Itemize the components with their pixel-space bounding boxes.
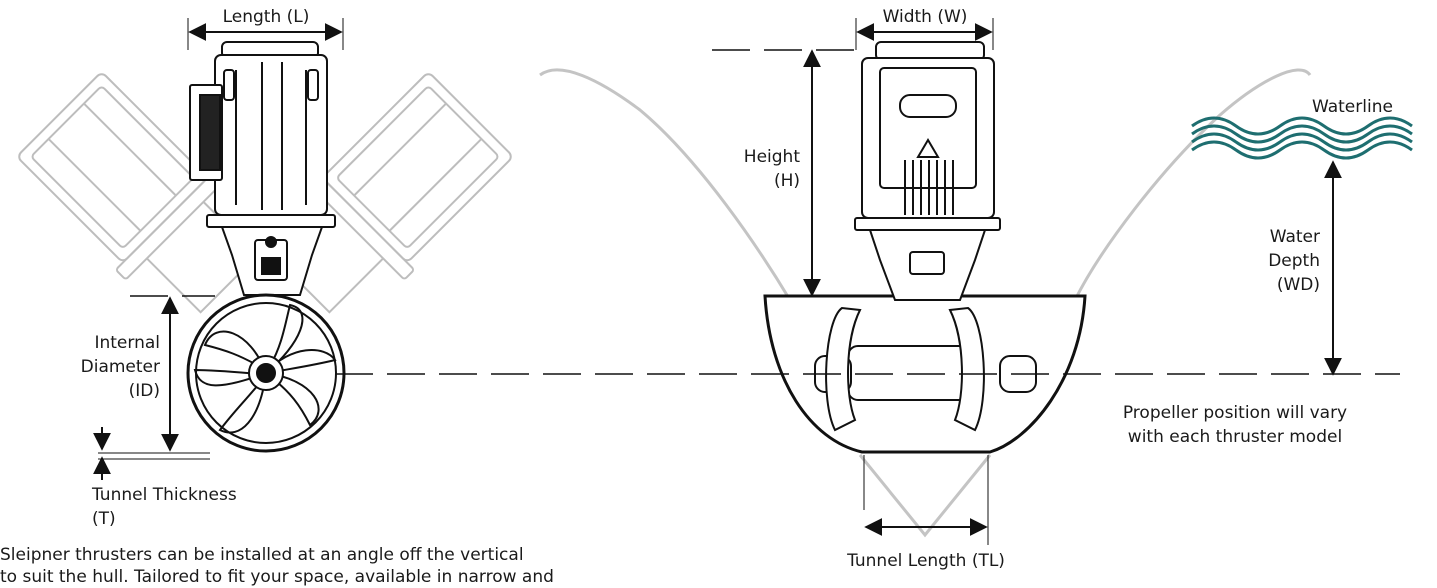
reference-dashed-lines (130, 49, 1400, 375)
height-label-line2: (H) (773, 171, 800, 191)
dimension-lines (93, 18, 1342, 545)
tunnel-thickness-label-line2: (T) (92, 509, 116, 529)
thruster-dimension-diagram (18, 18, 1413, 545)
thruster-side-view (186, 41, 346, 453)
internal-diameter-label-line3: (ID) (128, 381, 160, 401)
tunnel-length-label: Tunnel Length (TL) (847, 551, 1005, 571)
tunnel-thickness-label-line1: Tunnel Thickness (92, 485, 237, 505)
water-depth-label-line1: Water (1269, 227, 1320, 247)
propeller-note-line1: Propeller position will vary (1122, 403, 1348, 423)
waterline-waves-icon (1191, 116, 1413, 160)
height-label-line1: Height (743, 147, 800, 167)
waterline-label: Waterline (1312, 97, 1393, 117)
ghost-angled-motor-left (18, 73, 259, 314)
install-note-line1: Sleipner thrusters can be installed at a… (0, 545, 524, 565)
length-label: Length (L) (222, 7, 310, 27)
width-label: Width (W) (882, 7, 968, 27)
internal-diameter-label-line2: Diameter (80, 357, 160, 377)
water-depth-label-line2: Depth (1268, 251, 1320, 271)
install-note-line2: to suit the hull. Tailored to fit your s… (0, 567, 554, 587)
water-depth-label-line3: (WD) (1276, 275, 1320, 295)
internal-diameter-label-line1: Internal (94, 333, 160, 353)
propeller-note-line2: with each thruster model (1127, 427, 1343, 447)
